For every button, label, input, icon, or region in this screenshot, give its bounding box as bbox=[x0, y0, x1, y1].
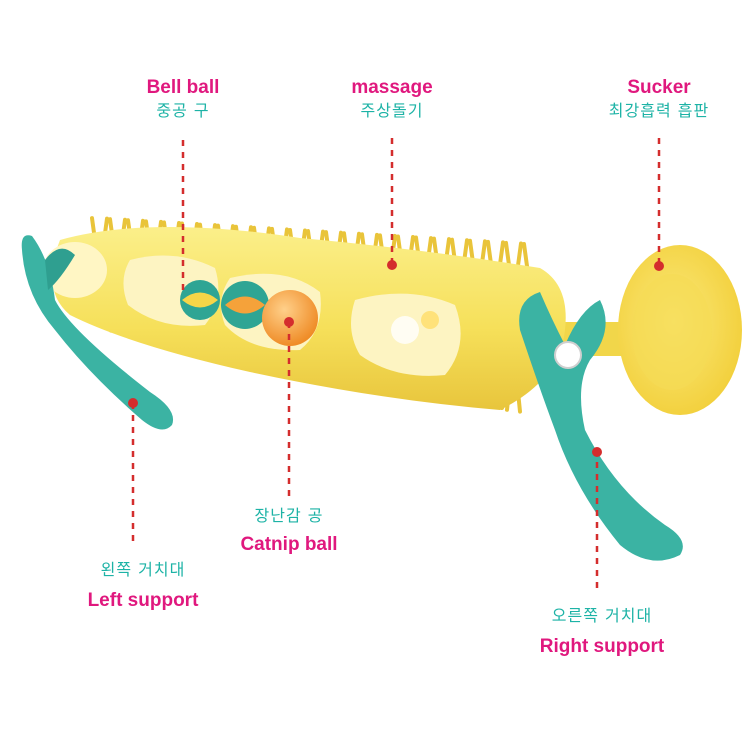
leader-dots bbox=[128, 260, 664, 457]
massage-spike bbox=[498, 240, 505, 267]
leader-lines bbox=[131, 138, 661, 590]
massage-spike bbox=[486, 239, 493, 266]
label-left-support-en: Left support bbox=[87, 590, 199, 611]
inner-ball-small bbox=[421, 311, 439, 329]
label-catnip-ball-ko: 장난감 공 bbox=[254, 506, 324, 525]
label-sucker-en: Sucker bbox=[627, 77, 691, 98]
leader-dot-catnip bbox=[284, 317, 294, 327]
leader-dot-sucker bbox=[654, 261, 664, 271]
massage-spike bbox=[504, 240, 511, 267]
label-massage-en: massage bbox=[351, 77, 433, 98]
label-bell-ball-ko: 중공 구 bbox=[156, 101, 210, 120]
left-support-arm bbox=[21, 235, 174, 430]
leader-dot-left bbox=[128, 398, 138, 408]
label-bell-ball: Bell ball 중공 구 bbox=[113, 76, 253, 122]
label-sucker: Sucker 최강흡력 흡판 bbox=[584, 76, 734, 122]
label-right-support-en: Right support bbox=[539, 636, 665, 657]
label-catnip-ball-en: Catnip ball bbox=[240, 534, 338, 555]
bell-ball-band-2 bbox=[225, 296, 265, 314]
label-massage-ko: 주상돌기 bbox=[360, 101, 424, 120]
bell-ball bbox=[180, 280, 269, 329]
label-right-support-ko: 오른쪽 거치대 bbox=[551, 606, 653, 625]
left-support-clip bbox=[45, 248, 75, 290]
left-support bbox=[21, 235, 174, 430]
right-support-pivot bbox=[554, 341, 582, 369]
label-right-support: 오른쪽 거치대 Right support bbox=[517, 605, 687, 659]
sucker-cup bbox=[560, 245, 742, 415]
label-left-support: 왼쪽 거치대 Left support bbox=[58, 559, 228, 613]
leader-dot-massage bbox=[387, 260, 397, 270]
label-bell-ball-en: Bell ball bbox=[146, 77, 220, 98]
sucker-inner bbox=[632, 274, 712, 390]
leader-dot-right bbox=[592, 447, 602, 457]
massage-spike bbox=[516, 241, 523, 268]
massage-spike bbox=[522, 242, 529, 269]
inner-ball bbox=[391, 316, 419, 344]
label-massage: massage 주상돌기 bbox=[322, 76, 462, 122]
right-support bbox=[519, 292, 683, 561]
label-catnip-ball: 장난감 공 Catnip ball bbox=[214, 505, 364, 557]
bell-ball-band bbox=[182, 292, 218, 308]
label-left-support-ko: 왼쪽 거치대 bbox=[100, 560, 186, 579]
label-sucker-ko: 최강흡력 흡판 bbox=[608, 101, 710, 120]
